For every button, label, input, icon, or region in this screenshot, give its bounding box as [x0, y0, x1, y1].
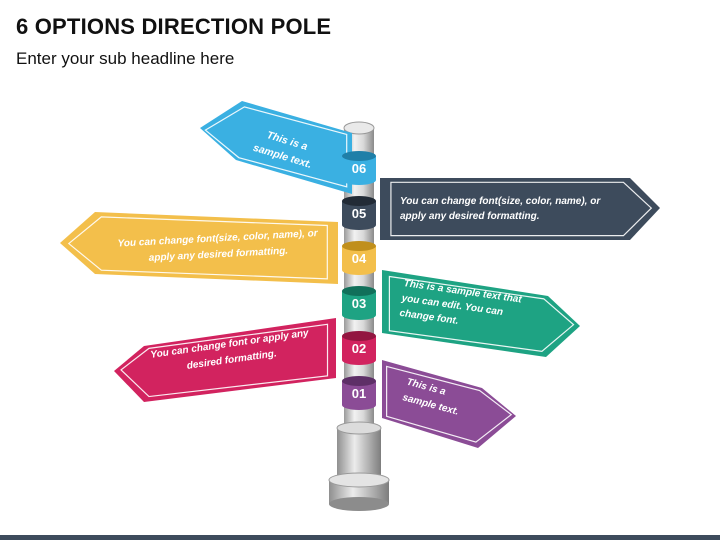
band-03: 03 — [342, 286, 376, 320]
band-06-top — [342, 151, 376, 161]
pole-collar — [337, 428, 381, 480]
pole-base-bottom — [329, 497, 389, 511]
bottom-bar — [0, 535, 720, 540]
sign-03-border — [388, 275, 575, 352]
band-06-number: 06 — [352, 161, 366, 176]
sign-06-arrow — [200, 101, 352, 194]
band-01: 01 — [342, 376, 376, 410]
band-01-top — [342, 376, 376, 386]
band-04: 04 — [342, 241, 376, 275]
band-05-top — [342, 196, 376, 206]
band-03-top — [342, 286, 376, 296]
sign-03-arrow — [382, 270, 580, 357]
band-02-top — [342, 331, 376, 341]
band-01-bottom — [342, 405, 376, 410]
page-subtitle: Enter your sub headline here — [16, 49, 235, 68]
sign-05-line: You can change font(size, color, name), … — [400, 196, 601, 207]
sign-02: You can change font or apply anydesired … — [114, 318, 336, 402]
sign-06: This is asample text. — [200, 101, 352, 194]
sign-05: You can change font(size, color, name), … — [380, 178, 660, 240]
band-02-number: 02 — [352, 341, 366, 356]
band-05: 05 — [342, 196, 376, 230]
sign-04-border — [67, 216, 328, 280]
number-bands: 06 05 04 03 02 01 — [342, 151, 376, 410]
band-05-bottom — [342, 225, 376, 230]
sign-01: This is asample text. — [382, 360, 516, 448]
sign-01-border — [386, 365, 513, 443]
sign-05-text: You can change font(size, color, name), … — [400, 196, 601, 222]
band-05-number: 05 — [352, 206, 366, 221]
pole-top-cap — [343, 121, 375, 135]
signs-group: This is asample text. You can change font… — [60, 101, 660, 448]
band-04-number: 04 — [352, 251, 367, 266]
band-03-number: 03 — [352, 296, 366, 311]
pole-collar-top — [336, 421, 382, 435]
band-06: 06 — [342, 151, 376, 185]
band-04-bottom — [342, 270, 376, 275]
sign-05-border — [390, 181, 653, 237]
sign-03: This is a sample text thatyou can edit. … — [382, 270, 580, 357]
band-01-number: 01 — [352, 386, 366, 401]
page-title: 6 OPTIONS DIRECTION POLE — [16, 14, 332, 39]
sign-05-arrow — [380, 178, 660, 240]
pole-base-top — [328, 472, 390, 488]
sign-01-arrow — [382, 360, 516, 448]
band-06-bottom — [342, 180, 376, 185]
band-02: 02 — [342, 331, 376, 365]
sign-02-border — [120, 323, 329, 398]
band-03-bottom — [342, 315, 376, 320]
band-02-bottom — [342, 360, 376, 365]
sign-04: You can change font(size, color, name), … — [60, 212, 338, 284]
band-04-top — [342, 241, 376, 251]
sign-04-arrow — [60, 212, 338, 284]
sign-05-line: apply any desired formatting. — [400, 211, 539, 222]
